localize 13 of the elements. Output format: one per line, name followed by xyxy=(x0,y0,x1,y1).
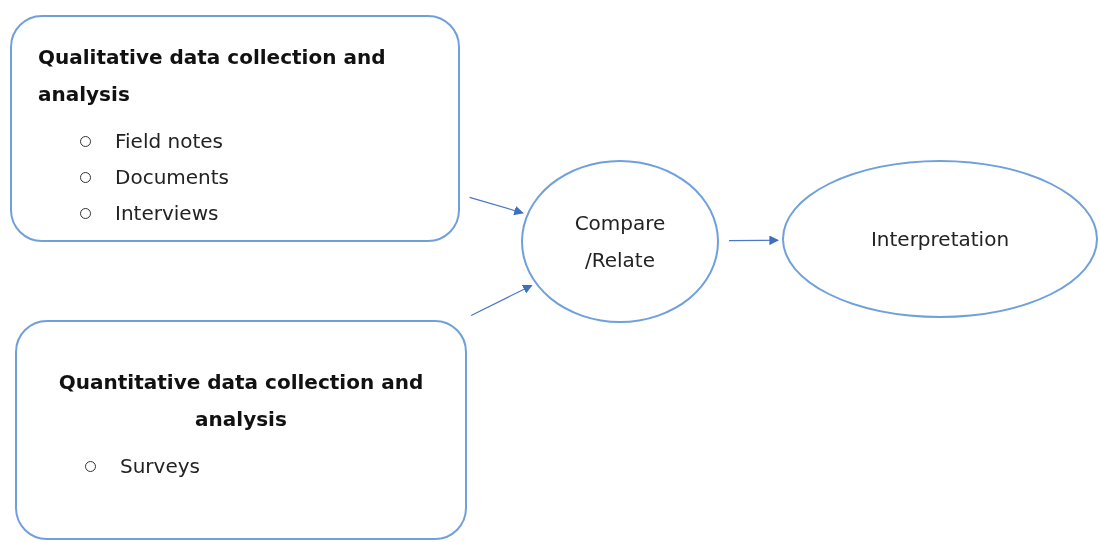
list-item: Field notes xyxy=(115,129,223,153)
node-label: Interpretation xyxy=(870,225,1010,253)
rounded-box xyxy=(10,15,460,242)
box-heading: Quantitative data collection and analysis xyxy=(57,369,425,433)
arrow xyxy=(728,235,779,246)
box-heading: Qualitative data collection and analysis xyxy=(38,44,387,108)
rounded-box xyxy=(15,320,467,540)
list-item: Surveys xyxy=(120,454,200,478)
arrow xyxy=(469,196,524,216)
list-item: Documents xyxy=(115,165,230,189)
list-item: Interviews xyxy=(115,201,219,225)
arrow xyxy=(470,284,533,317)
node-label: Compare /Relate xyxy=(573,209,667,274)
